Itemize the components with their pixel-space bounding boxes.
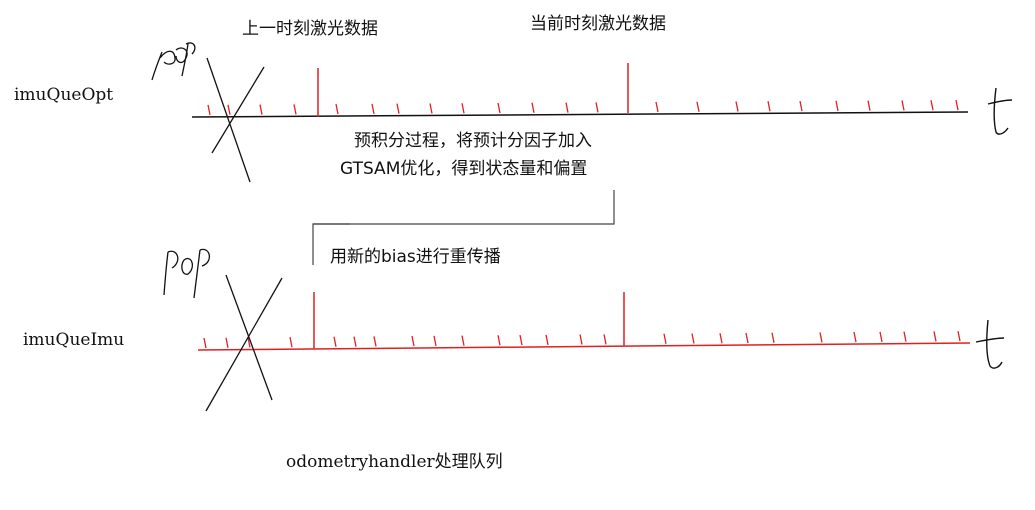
pop-top-handwriting-2 <box>175 42 196 77</box>
imu-tick <box>603 334 607 345</box>
pop-top-handwriting <box>151 50 176 81</box>
imu-tick <box>373 336 377 347</box>
imu-tick <box>519 334 523 346</box>
imu-tick <box>353 336 357 347</box>
imu-tick <box>867 100 871 111</box>
top-cross-mark <box>206 57 265 183</box>
imu-tick <box>497 335 501 346</box>
imu-tick <box>461 335 465 346</box>
imu-tick <box>771 332 775 343</box>
imu-tick <box>565 102 569 113</box>
preint-description-line2: GTSAM优化，得到状态量和偏置 <box>340 159 588 179</box>
imu-tick <box>225 337 229 348</box>
top-imu-ticks <box>207 99 959 116</box>
imu-tick <box>433 335 437 346</box>
imu-tick <box>799 100 803 112</box>
t-bottom-handwriting <box>975 319 1005 369</box>
imu-tick <box>819 332 823 343</box>
imu-tick <box>371 103 375 114</box>
imu-tick <box>247 337 251 348</box>
imu-tick <box>879 331 883 342</box>
imu-tick <box>957 330 961 342</box>
preint-description-line1: 预积分过程，将预计分因子加入 <box>354 131 592 151</box>
pop-bottom-handwriting-2 <box>181 248 210 299</box>
imu-tick <box>655 101 659 113</box>
imu-que-opt-label: imuQueOpt <box>14 85 114 105</box>
imu-tick <box>835 100 839 111</box>
imu-tick <box>497 102 501 114</box>
imu-tick <box>396 103 400 114</box>
imu-tick <box>930 100 934 111</box>
repropagate-label: 用新的bias进行重传播 <box>330 247 501 267</box>
imu-tick <box>955 99 959 111</box>
imu-tick <box>293 104 297 115</box>
top-timeline-axis <box>191 111 969 118</box>
imu-que-imu-label: imuQueImu <box>23 330 125 350</box>
pop-bottom-handwriting <box>163 250 179 296</box>
imu-tick <box>207 104 211 116</box>
imu-tick <box>531 102 535 113</box>
imu-tick <box>227 104 231 115</box>
imu-tick <box>745 332 749 344</box>
imu-tick <box>579 334 583 345</box>
imu-tick <box>545 334 549 345</box>
imu-tick <box>203 337 207 349</box>
curr-laser-label: 当前时刻激光数据 <box>530 14 666 34</box>
odometry-handler-label: odometryhandler处理队列 <box>286 452 503 472</box>
imu-tick <box>289 337 293 348</box>
bottom-timeline-axis <box>197 342 971 351</box>
t-top-handwriting <box>987 87 1013 135</box>
imu-tick <box>429 103 433 114</box>
bracket-connector <box>312 190 615 265</box>
imu-tick <box>933 331 937 342</box>
imu-tick <box>767 101 771 112</box>
bottom-imu-ticks <box>203 330 961 349</box>
imu-tick <box>335 103 339 115</box>
imu-tick <box>696 101 700 112</box>
imu-tick <box>719 333 723 344</box>
imu-tick <box>411 335 415 347</box>
imu-tick <box>663 333 667 344</box>
bottom-cross-mark <box>205 274 283 412</box>
imu-tick <box>333 336 337 347</box>
imu-tick <box>901 100 905 111</box>
imu-tick <box>691 333 695 344</box>
imu-tick <box>903 331 907 342</box>
imu-tick <box>853 331 857 343</box>
imu-tick <box>735 101 739 112</box>
prev-laser-label: 上一时刻激光数据 <box>242 19 378 39</box>
imu-tick <box>461 103 465 114</box>
imu-tick <box>259 104 263 115</box>
imu-tick <box>595 102 599 113</box>
